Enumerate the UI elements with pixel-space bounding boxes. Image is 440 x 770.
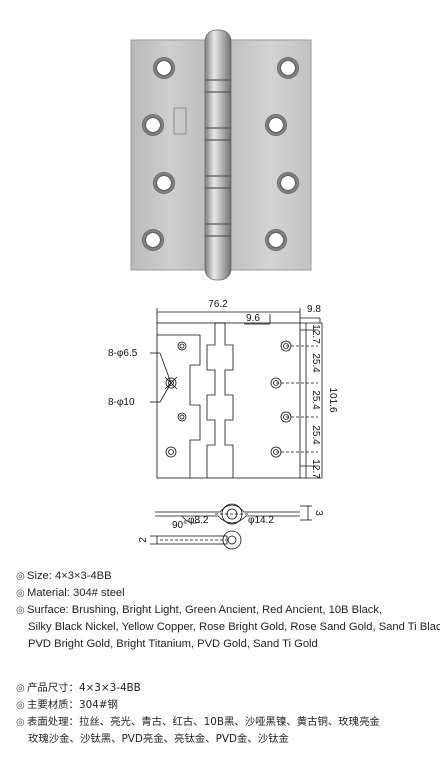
spec-cn-size: ◎产品尺寸：4×3×3-4BB [16, 680, 380, 697]
spec-surface-cont-1: Silky Black Nickel, Yellow Copper, Rose … [16, 619, 440, 636]
spec-cn-surface: ◎表面处理：拉丝、亮光、青古、红古、10B黑、沙哑黑镍、黄古铜、玫瑰亮金 [16, 714, 380, 731]
bullet-icon: ◎ [16, 571, 25, 582]
spec-cn-surface-cont: 玫瑰沙金、沙钛黑、PVD亮金、亮钛金、PVD金、沙钛金 [16, 731, 380, 748]
maker-stamp [173, 107, 187, 135]
bullet-icon: ◎ [16, 605, 25, 616]
screw-holes [142, 57, 299, 251]
angle-label: 90° [172, 520, 187, 531]
hinge-photo [130, 29, 312, 281]
spec-size: ◎Size: 4×3×3-4BB [16, 568, 440, 585]
dim-12-7-bottom-label: 12.7 [310, 459, 321, 479]
specs-chinese: ◎产品尺寸：4×3×3-4BB ◎主要材质：304#钢 ◎表面处理：拉丝、亮光、… [16, 680, 380, 748]
spec-material: ◎Material: 304# steel [16, 585, 440, 602]
spec-surface-text-1: Surface: Brushing, Bright Light, Green A… [27, 604, 383, 616]
spec-cn-surface-text-1: 表面处理：拉丝、亮光、青古、红古、10B黑、沙哑黑镍、黄古铜、玫瑰亮金 [27, 716, 380, 728]
spec-surface-text-2: Silky Black Nickel, Yellow Copper, Rose … [28, 621, 440, 633]
dim-width-label: 76.2 [208, 299, 228, 310]
dim-25-4-b-label: 25.4 [310, 390, 321, 410]
spec-cn-material-text: 主要材质：304#钢 [27, 699, 118, 711]
spec-size-text: Size: 4×3×3-4BB [27, 570, 112, 582]
left-leaf [130, 39, 210, 271]
spec-surface-cont-2: PVD Bright Gold, Bright Titanium, PVD Go… [16, 636, 440, 653]
bullet-icon: ◎ [16, 683, 25, 694]
thickness-label: 3 [313, 510, 324, 516]
dim-25-4-c-label: 25.4 [310, 425, 321, 445]
specs-english: ◎Size: 4×3×3-4BB ◎Material: 304# steel ◎… [16, 568, 440, 653]
dim-knuckle-label: 9.6 [246, 313, 260, 324]
dim-edge-label: 9.8 [307, 304, 321, 315]
spec-cn-surface-text-2: 玫瑰沙金、沙钛黑、PVD亮金、亮钛金、PVD金、沙钛金 [28, 733, 289, 745]
side-thickness-label: 2 [138, 537, 149, 543]
spec-cn-size-text: 产品尺寸：4×3×3-4BB [27, 682, 141, 694]
hinge-knuckle [204, 29, 232, 281]
dim-25-4-a-label: 25.4 [310, 353, 321, 373]
dim-12-7-top-label: 12.7 [310, 324, 321, 344]
technical-drawing: 76.2 9.6 9.8 12.7 25.4 25.4 25.4 12.7 10… [108, 299, 338, 550]
hole-large-callout: 8-φ10 [108, 397, 135, 408]
drawing-outline [156, 322, 301, 479]
spec-surface: ◎Surface: Brushing, Bright Light, Green … [16, 602, 440, 619]
spec-cn-material: ◎主要材质：304#钢 [16, 697, 380, 714]
bullet-icon: ◎ [16, 700, 25, 711]
knuckle-dia-label: φ14.2 [248, 515, 274, 526]
pin-dia-label: φ8.2 [188, 515, 209, 526]
hole-small-callout: 8-φ6.5 [108, 348, 138, 359]
dim-height-label: 101.6 [327, 387, 338, 412]
bullet-icon: ◎ [16, 717, 25, 728]
spec-material-text: Material: 304# steel [27, 587, 125, 599]
bullet-icon: ◎ [16, 588, 25, 599]
spec-surface-text-3: PVD Bright Gold, Bright Titanium, PVD Go… [28, 638, 318, 650]
